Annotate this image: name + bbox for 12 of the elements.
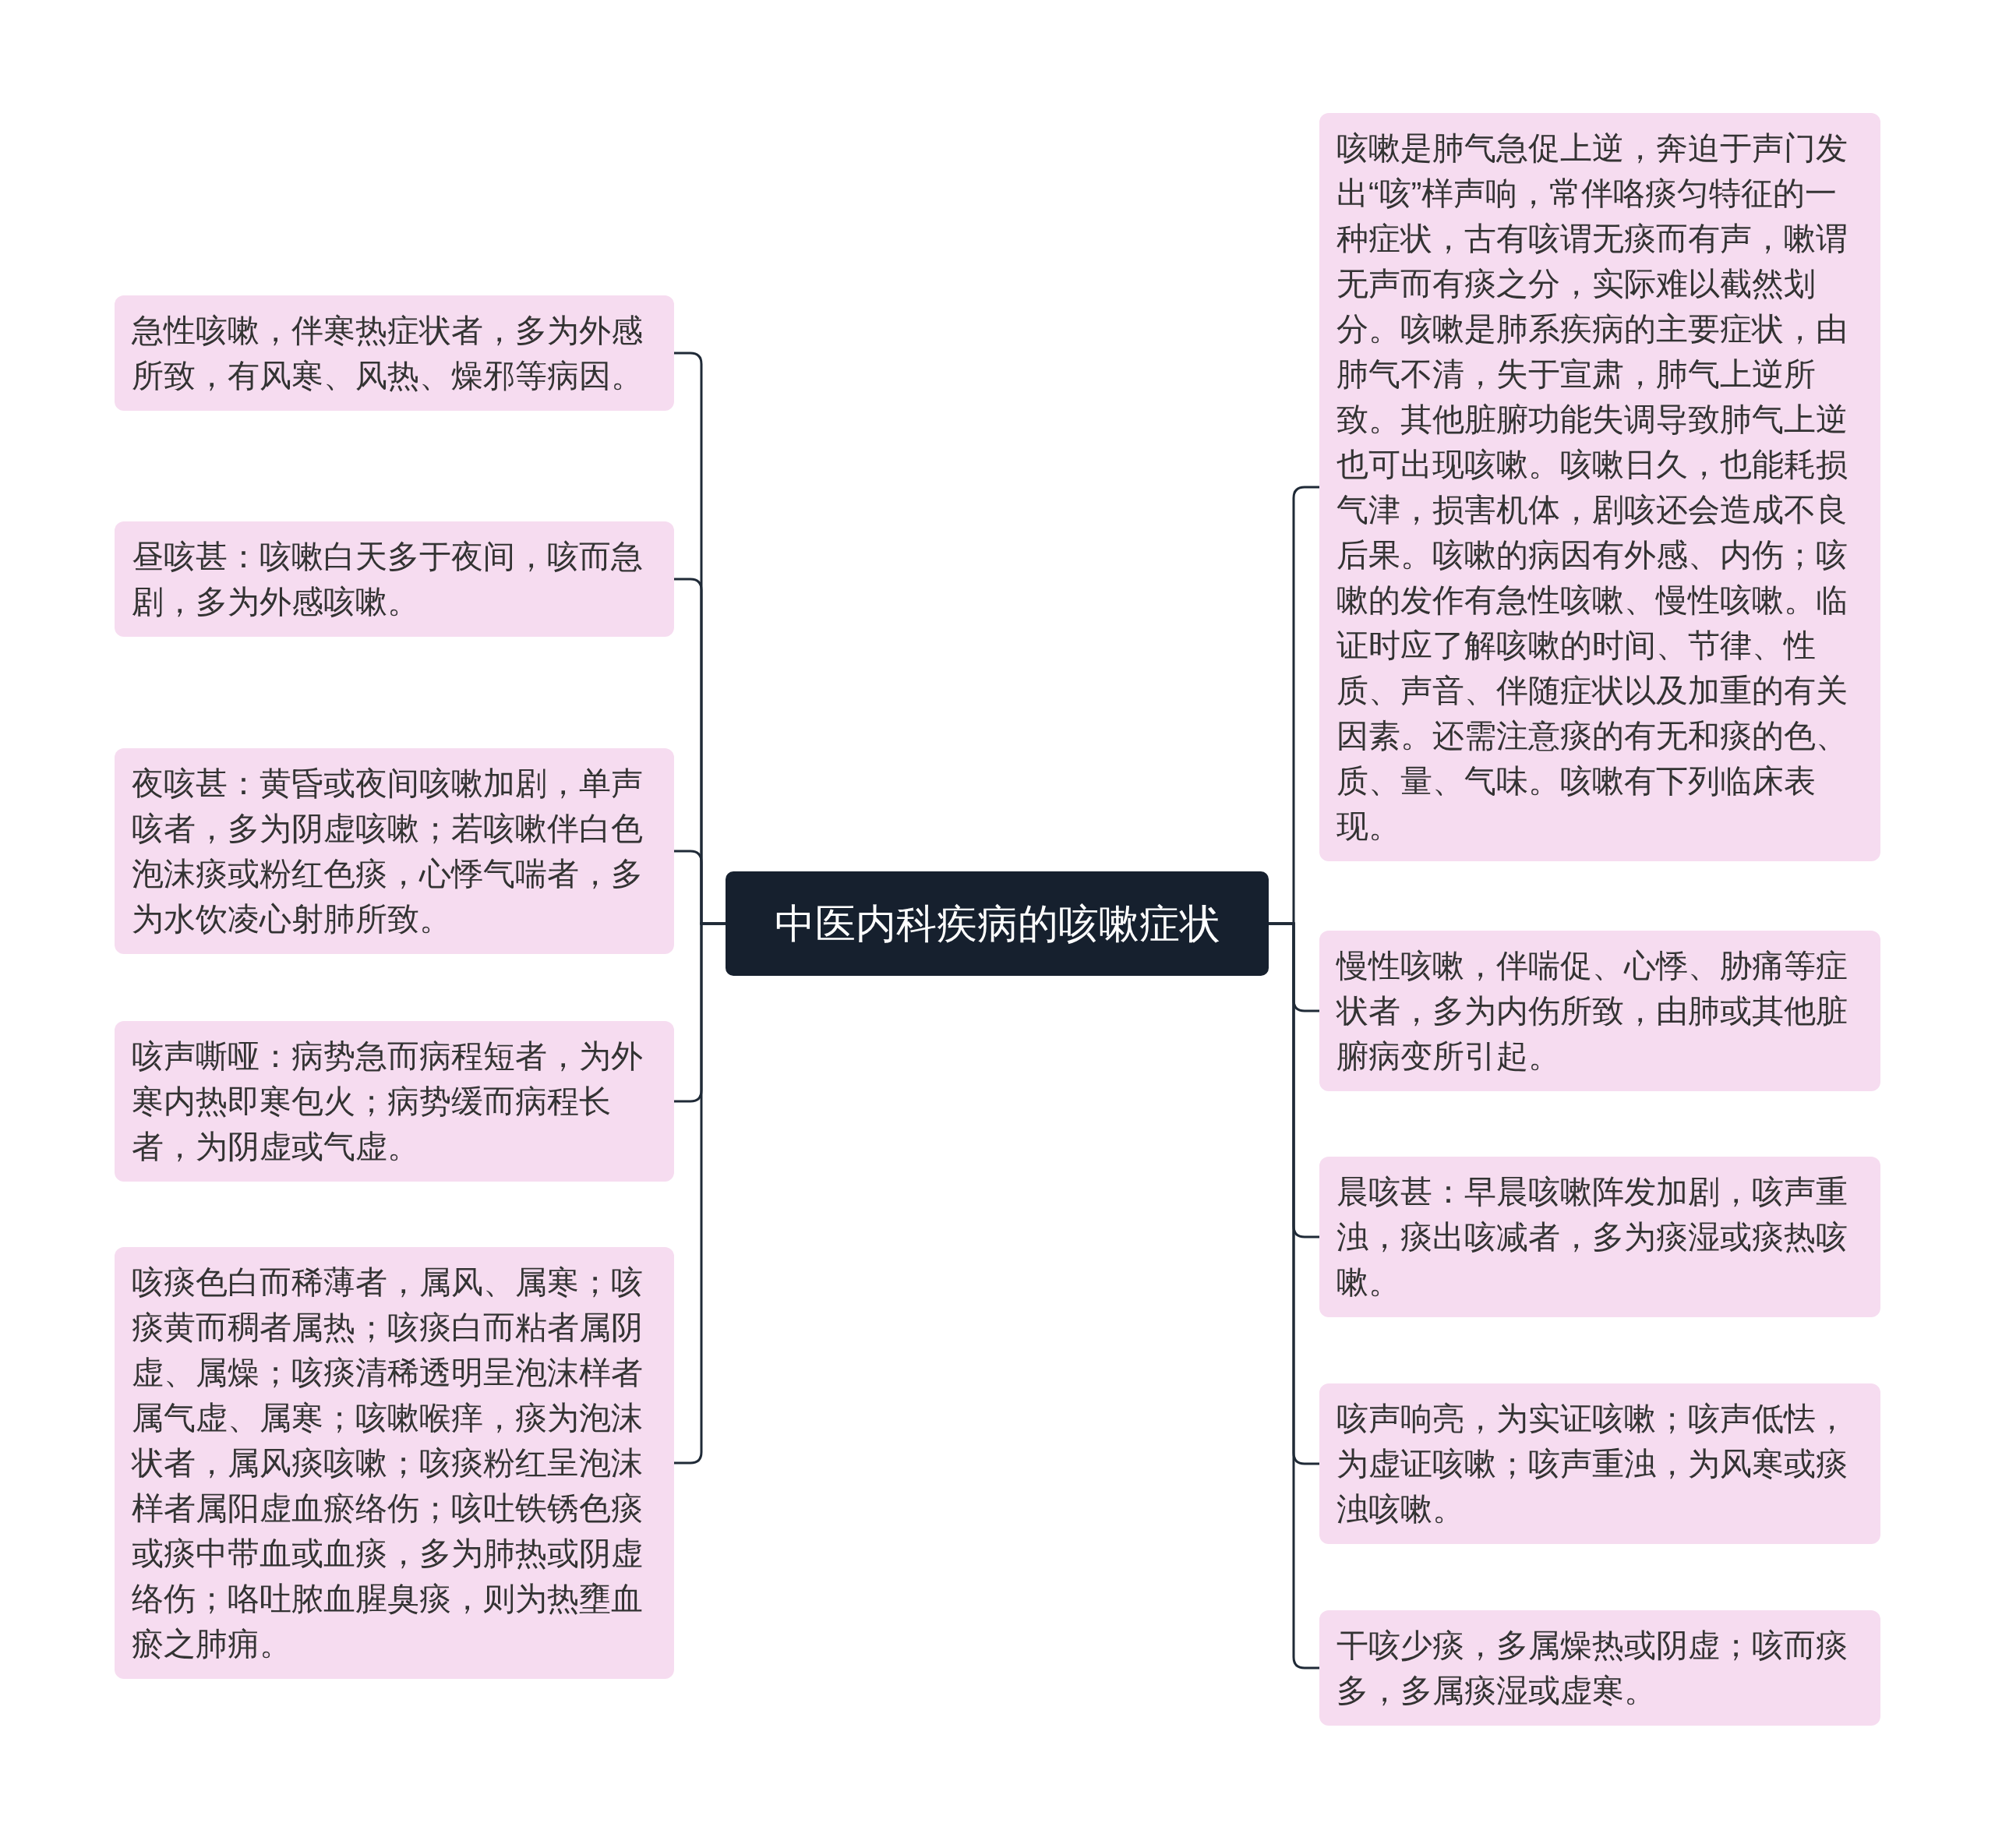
- topic-box: 晨咳甚：早晨咳嗽阵发加剧，咳声重浊，痰出咳减者，多为痰湿或痰热咳嗽。: [1319, 1157, 1880, 1317]
- topic-box: 咳声响亮，为实证咳嗽；咳声低怯，为虚证咳嗽；咳声重浊，为风寒或痰浊咳嗽。: [1319, 1383, 1880, 1544]
- central-topic-box: 中医内科疾病的咳嗽症状: [726, 871, 1269, 976]
- topic-box: 干咳少痰，多属燥热或阴虚；咳而痰多，多属痰湿或虚寒。: [1319, 1610, 1880, 1726]
- topic-box: 咳声嘶哑：病势急而病程短者，为外寒内热即寒包火；病势缓而病程长者，为阴虚或气虚。: [115, 1021, 674, 1182]
- topic-box: 咳痰色白而稀薄者，属风、属寒；咳痰黄而稠者属热；咳痰白而粘者属阴虚、属燥；咳痰清稀透明呈泡沫样者属气虚、属寒；咳嗽喉痒，痰为泡沫状者，属风痰咳嗽；咳痰粉红呈泡沫样者属阳虚血瘀络伤；咳吐铁锈色痰或痰中带血或血痰，多为肺热或阴虚络伤；咯吐脓血腥臭痰，则为热壅血瘀之肺痈。: [115, 1247, 674, 1679]
- topic-box: 慢性咳嗽，伴喘促、心悸、胁痛等症状者，多为内伤所致，由肺或其他脏腑病变所引起。: [1319, 931, 1880, 1091]
- topic-box: 咳嗽是肺气急促上逆，奔迫于声门发出“咳”样声响，常伴咯痰匀特征的一种症状，古有咳谓无痰而有声，嗽谓无声而有痰之分，实际难以截然划分。咳嗽是肺系疾病的主要症状，由肺气不清，失于宣肃，肺气上逆所致。其他脏腑功能失调导致肺气上逆也可出现咳嗽。咳嗽日久，也能耗损气津，损害机体，剧咳还会造成不良后果。咳嗽的病因有外感、内伤；咳嗽的发作有急性咳嗽、慢性咳嗽。临证时应了解咳嗽的时间、节律、性质、声音、伴随症状以及加重的有关因素。还需注意痰的有无和痰的色、质、量、气味。咳嗽有下列临床表现。: [1319, 113, 1880, 861]
- topic-box: 夜咳甚：黄昏或夜间咳嗽加剧，单声咳者，多为阴虚咳嗽；若咳嗽伴白色泡沫痰或粉红色痰，心悸气喘者，多为水饮凌心射肺所致。: [115, 748, 674, 954]
- connector-line: [674, 922, 726, 1465]
- topic-box: 急性咳嗽，伴寒热症状者，多为外感所致，有风寒、风热、燥邪等病因。: [115, 295, 674, 411]
- topic-box: 昼咳甚：咳嗽白天多于夜间，咳而急剧，多为外感咳嗽。: [115, 521, 674, 637]
